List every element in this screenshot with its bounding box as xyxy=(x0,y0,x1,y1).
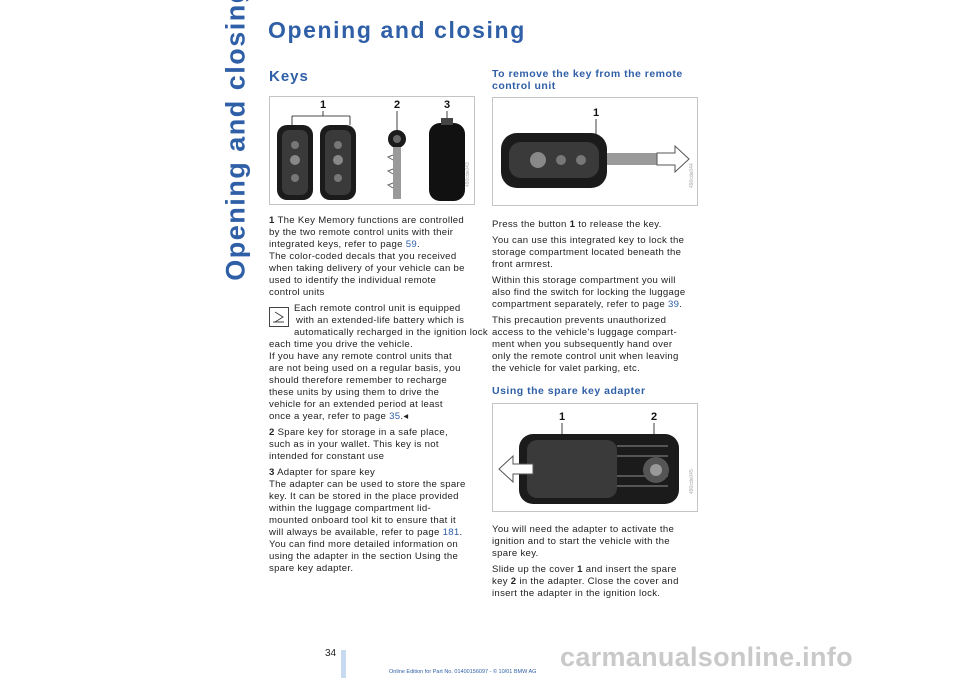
footer-edition: Online Edition for Part No. 01400156097 … xyxy=(389,669,537,675)
figure-code: 490cde045 xyxy=(689,469,695,494)
page-link-35[interactable]: 35 xyxy=(389,411,401,422)
callout-1: 1 xyxy=(320,99,326,111)
page-link-181[interactable]: 181 xyxy=(442,527,460,538)
callout-1: 1 xyxy=(559,411,565,423)
page-title: Opening and closing xyxy=(268,17,526,43)
callout-1: 1 xyxy=(593,107,599,119)
remove-key-figure: 1 490cde044 xyxy=(492,97,698,206)
page-link-39[interactable]: 39 xyxy=(668,299,680,310)
keys-heading: Keys xyxy=(269,68,309,85)
keys-figure: 1 2 3 490cde043 xyxy=(269,96,475,205)
remove-key-heading: To remove the key from the remote contro… xyxy=(492,68,683,92)
callout-2: 2 xyxy=(394,99,400,111)
callout-3: 3 xyxy=(444,99,450,111)
watermark: carmanualsonline.info xyxy=(560,642,853,672)
page-bar xyxy=(341,650,346,678)
keys-description: 1 The Key Memory functions are controlle… xyxy=(269,215,488,574)
item-1-number: 1 xyxy=(269,215,275,226)
page-number: 34 xyxy=(325,648,337,659)
spare-key-adapter-figure: 1 2 490cde045 xyxy=(492,403,698,512)
side-section-title: Opening and closing xyxy=(220,0,251,281)
remove-key-text: Press the button 1 to release the key. Y… xyxy=(492,219,686,374)
item-3-number: 3 xyxy=(269,467,275,478)
page-link-59[interactable]: 59 xyxy=(405,239,418,250)
battery-note: Each remote control unit is equipped wit… xyxy=(269,303,488,422)
spare-key-adapter-heading: Using the spare key adapter xyxy=(492,385,646,397)
spare-key-adapter-text: You will need the adapter to activate th… xyxy=(492,524,679,599)
callout-2: 2 xyxy=(651,411,657,423)
note-arrow-icon xyxy=(269,307,289,327)
figure-code: 490cde043 xyxy=(465,162,471,187)
item-2-number: 2 xyxy=(269,427,275,438)
figure-code: 490cde044 xyxy=(689,163,695,188)
